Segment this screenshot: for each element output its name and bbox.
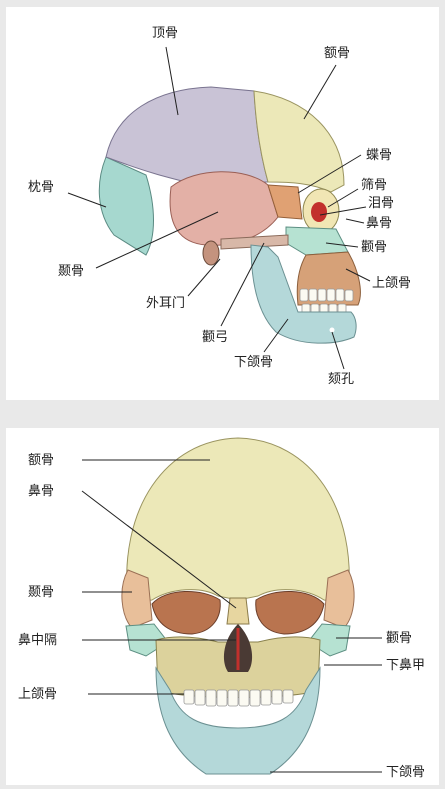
label-mental-foramen: 颏孔 xyxy=(328,372,354,387)
ethmoid-bone xyxy=(311,202,327,222)
frontal-view-panel: 额骨 鼻骨 颞骨 鼻中隔 上颌骨 颧骨 下鼻甲 下颌骨 xyxy=(6,428,439,785)
temporal-bone xyxy=(170,172,278,246)
label-frontal: 额骨 xyxy=(28,453,54,468)
frontal-bone xyxy=(127,438,350,603)
zygomatic-bone xyxy=(286,227,348,255)
lateral-view-panel: 顶骨 额骨 枕骨 蝶骨 筛骨 泪骨 鼻骨 颧骨 颞骨 上颌骨 外耳门 颧弓 下颌… xyxy=(6,7,439,400)
temporal-bone-left xyxy=(122,570,152,628)
label-temporal: 颞骨 xyxy=(28,585,54,600)
label-frontal: 额骨 xyxy=(324,46,350,61)
orbit-right xyxy=(256,591,324,634)
label-mandible: 下颌骨 xyxy=(386,765,425,780)
label-zygomatic: 颧骨 xyxy=(361,240,387,255)
label-mandible: 下颌骨 xyxy=(234,355,273,370)
label-occipital: 枕骨 xyxy=(28,180,54,195)
external-acoustic-meatus xyxy=(203,241,219,265)
label-nasal: 鼻骨 xyxy=(366,215,392,231)
temporal-bone-right xyxy=(324,570,354,628)
frontal-skull-diagram: 额骨 鼻骨 颞骨 鼻中隔 上颌骨 颧骨 下鼻甲 下颌骨 xyxy=(6,428,439,785)
lateral-skull-diagram: 顶骨 额骨 枕骨 蝶骨 筛骨 泪骨 鼻骨 颧骨 颞骨 上颌骨 外耳门 颧弓 下颌… xyxy=(6,7,439,400)
label-inferior-concha: 下鼻甲 xyxy=(386,657,425,673)
label-zygomatic-arch: 颧弓 xyxy=(202,330,228,345)
label-lacrimal: 泪骨 xyxy=(368,196,394,211)
label-temporal: 颞骨 xyxy=(58,264,84,279)
mental-foramen xyxy=(330,328,335,333)
label-ethmoid: 筛骨 xyxy=(361,178,387,193)
label-maxilla: 上颌骨 xyxy=(18,687,57,702)
occipital-bone xyxy=(99,157,153,255)
label-nasal: 鼻骨 xyxy=(28,483,54,499)
label-maxilla: 上颌骨 xyxy=(372,276,411,291)
orbit-left xyxy=(152,591,220,634)
label-parietal: 顶骨 xyxy=(152,26,178,41)
nasal-bone xyxy=(227,598,249,624)
label-sphenoid: 蝶骨 xyxy=(366,148,392,163)
label-ext-acoustic-meatus: 外耳门 xyxy=(146,296,185,311)
label-nasal-septum: 鼻中隔 xyxy=(18,632,57,648)
frontal-bone xyxy=(254,91,344,192)
label-zygomatic: 颧骨 xyxy=(386,631,412,646)
